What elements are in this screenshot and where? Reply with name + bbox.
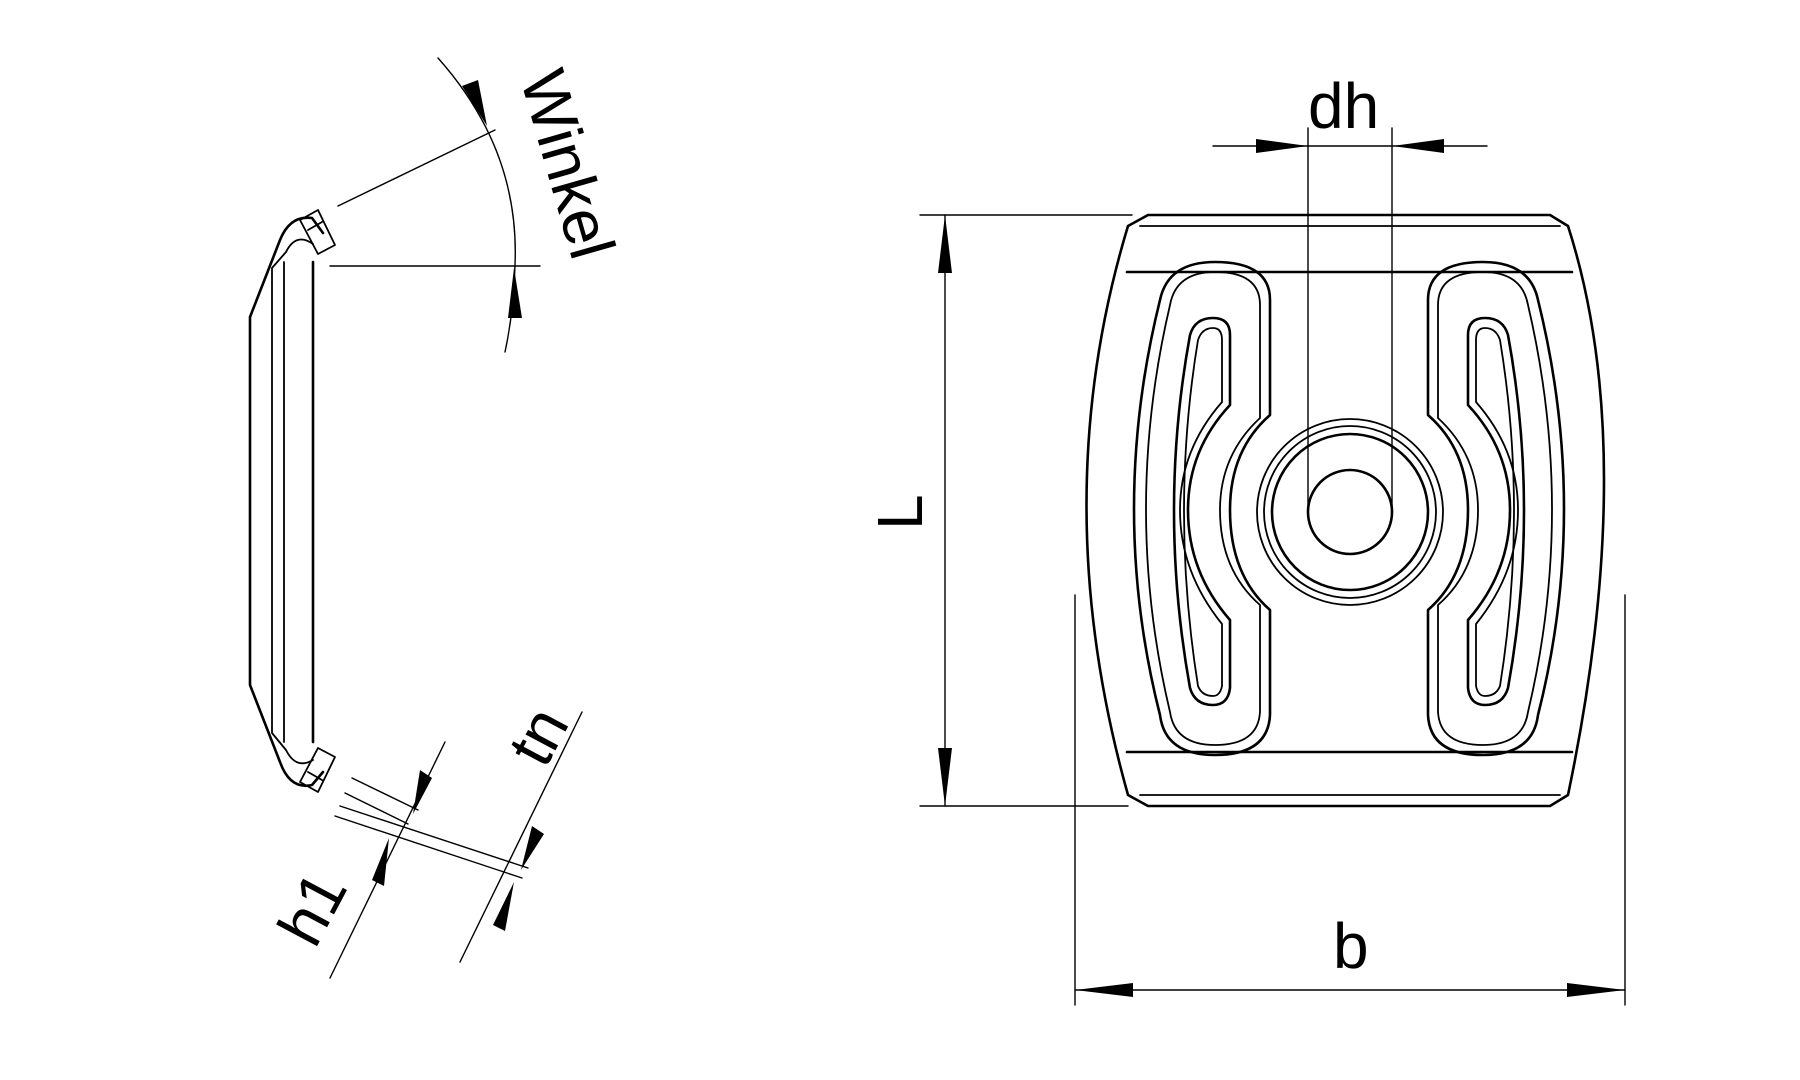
L-arrow-top <box>938 215 952 273</box>
tn-extension-1 <box>339 805 529 869</box>
side-tip-bottom <box>299 747 336 793</box>
right-slot-innermost <box>1475 327 1519 697</box>
center-hole <box>1306 468 1394 556</box>
side-view <box>248 209 336 793</box>
center-boss-mid <box>1263 425 1437 599</box>
tn-arrow-1 <box>521 826 544 870</box>
b-dimension: b <box>1074 594 1626 1006</box>
dh-label: dh <box>1308 70 1379 142</box>
dh-dimension: dh <box>1212 70 1488 513</box>
h1-extension-1 <box>351 777 419 811</box>
dh-arrow-left <box>1256 139 1308 153</box>
center-boss-outer <box>1256 418 1444 606</box>
center-boss-inner <box>1270 432 1430 592</box>
L-dimension: L <box>864 214 1133 807</box>
winkel-label: Winkel <box>507 62 629 266</box>
tn-label: tn <box>494 696 583 777</box>
dh-arrow-right <box>1392 139 1444 153</box>
side-profile-inner <box>271 238 314 765</box>
tn-dim-line <box>459 711 583 963</box>
left-slot-outer <box>1132 260 1272 757</box>
front-right-slot <box>1426 260 1566 757</box>
left-slot-innermost <box>1179 327 1223 697</box>
winkel-dimension: Winkel <box>329 57 629 353</box>
h1-arrow-1 <box>413 770 432 814</box>
tn-arrow-2 <box>493 882 514 931</box>
h1-tn-dimension: h1 tn <box>264 696 583 979</box>
front-view <box>1085 213 1606 808</box>
front-body-outline <box>1085 213 1606 808</box>
tn-extension-2 <box>334 815 523 879</box>
h1-arrow-2 <box>372 838 389 886</box>
b-label: b <box>1333 910 1369 982</box>
winkel-arrow-top <box>462 80 487 126</box>
side-tip-top <box>299 209 336 255</box>
right-slot-middle <box>1437 271 1553 746</box>
right-slot-inner <box>1466 316 1526 707</box>
b-arrow-right <box>1567 983 1625 997</box>
winkel-arrow-bottom <box>508 268 522 318</box>
front-left-slot <box>1132 260 1272 757</box>
h1-extension-2 <box>344 792 409 825</box>
L-arrow-bottom <box>938 748 952 806</box>
L-label: L <box>864 494 936 530</box>
h1-label: h1 <box>264 860 361 957</box>
b-arrow-left <box>1075 983 1133 997</box>
left-slot-middle <box>1145 271 1261 746</box>
left-slot-inner <box>1172 316 1232 707</box>
right-slot-outer <box>1426 260 1566 757</box>
winkel-extension-upper <box>337 129 496 207</box>
